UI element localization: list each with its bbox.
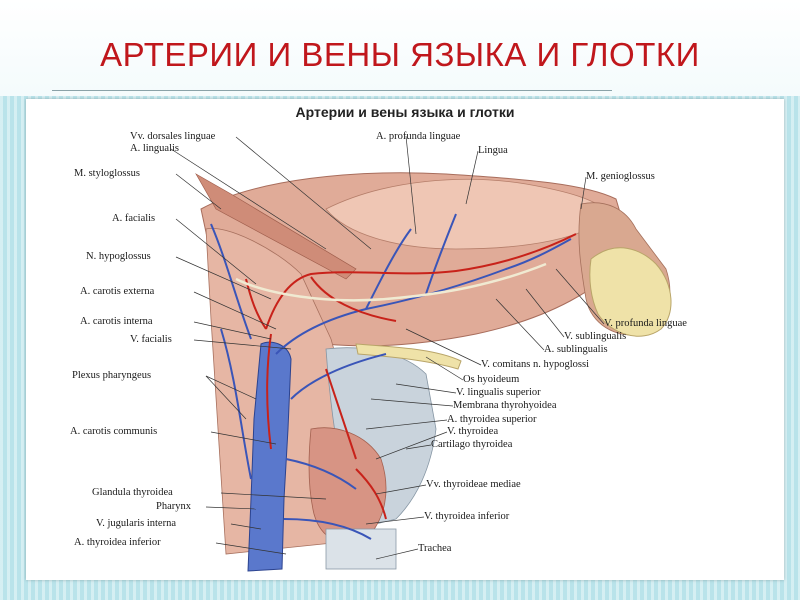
- anatomy-illustration: [170, 135, 672, 572]
- label-v-facialis: V. facialis: [130, 334, 172, 345]
- internal-jugular-vein: [247, 341, 292, 572]
- label-v-comitans-n-hypoglossi: V. comitans n. hypoglossi: [481, 359, 590, 370]
- label-a-carotis-communis: A. carotis communis: [70, 426, 158, 437]
- label-n-hypoglossus: N. hypoglossus: [86, 251, 151, 262]
- label-a-profunda-linguae: A. profunda linguae: [376, 131, 461, 142]
- figure-title: Артерии и вены языка и глотки: [295, 104, 515, 120]
- label-cartilago-thyroidea: Cartilago thyroidea: [431, 439, 513, 450]
- label-os-hyoideum: Os hyoideum: [463, 374, 520, 385]
- title-divider: [52, 90, 612, 91]
- label-a-lingualis: A. lingualis: [130, 143, 179, 154]
- label-glandula-thyroidea: Glandula thyroidea: [92, 487, 173, 498]
- label-plexus-pharyngeus: Plexus pharyngeus: [72, 370, 152, 381]
- artery-network: [245, 233, 577, 520]
- label-m-styloglossus: M. styloglossus: [74, 168, 140, 179]
- label-a-thyroidea-inferior: A. thyroidea inferior: [74, 537, 161, 548]
- trachea-shape: [325, 528, 397, 570]
- title-band: [0, 0, 800, 96]
- styloglossus-shape: [195, 173, 357, 280]
- label-vv-thyroideae-mediae: Vv. thyroideae mediae: [426, 479, 521, 490]
- label-membrana-thyrohyoidea: Membrana thyrohyoidea: [453, 400, 557, 411]
- label-v-thyroidea-inferior: V. thyroidea inferior: [424, 511, 510, 522]
- label-vv-dorsales-linguae: Vv. dorsales linguae: [130, 131, 216, 142]
- label-a-carotis-externa: A. carotis externa: [80, 286, 155, 297]
- label-v-sublingualis: V. sublingualis: [564, 331, 627, 342]
- hypoglossal-nerve: [235, 262, 547, 302]
- label-v-lingualis-superior: V. lingualis superior: [456, 387, 541, 398]
- label-pharynx: Pharynx: [156, 501, 191, 512]
- label-a-thyroidea-superior: A. thyroidea superior: [447, 414, 537, 425]
- mandible-shape: [589, 247, 672, 337]
- label-a-sublingualis: A. sublingualis: [544, 344, 608, 355]
- label-trachea: Trachea: [418, 543, 452, 554]
- label-a-facialis: A. facialis: [112, 213, 156, 224]
- label-a-carotis-interna: A. carotis interna: [80, 316, 153, 327]
- label-m-genioglossus: M. genioglossus: [586, 171, 655, 182]
- label-v-jugularis-interna: V. jugularis interna: [96, 518, 177, 529]
- label-lingua: Lingua: [478, 145, 508, 156]
- label-v-thyroidea: V. thyroidea: [447, 426, 499, 437]
- label-v-profunda-linguae: V. profunda linguae: [604, 318, 687, 329]
- figure-panel: Артерии и вены языка и глотки Vv. dorsal…: [26, 99, 784, 580]
- slide-title: АРТЕРИИ И ВЕНЫ ЯЗЫКА И ГЛОТКИ: [100, 36, 700, 73]
- leader-lines: [170, 135, 605, 560]
